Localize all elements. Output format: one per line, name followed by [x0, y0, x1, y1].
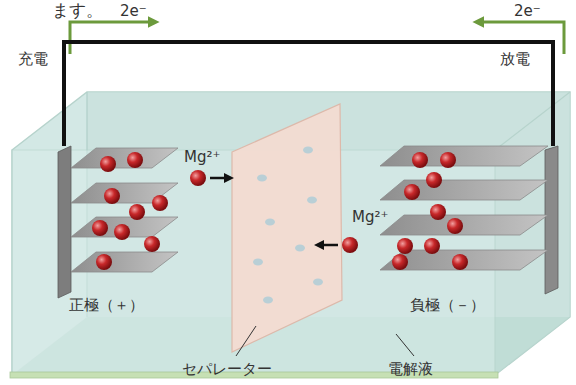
charge-label: 充電 — [18, 50, 48, 68]
ion-label: Mg²⁺ — [184, 148, 220, 166]
electron-flow-arrows — [70, 22, 564, 54]
electrode-label: 正極（＋） — [69, 296, 144, 314]
electron-label: 2e⁻ — [514, 2, 541, 20]
discharge-label: 放電 — [500, 50, 530, 68]
moving-ions — [190, 170, 358, 253]
electrolyte-label: 電解液 — [388, 360, 433, 378]
electron-label: 2e⁻ — [120, 2, 147, 20]
electrode-label: 負極（－） — [410, 296, 485, 314]
external-wire — [64, 42, 553, 146]
positive-electrode — [58, 146, 178, 298]
separator — [232, 104, 342, 352]
electrode-box: 負極（－） — [372, 146, 562, 318]
separator-label: セパレーター — [182, 360, 272, 378]
leader-lines — [236, 326, 414, 356]
ion-label: Mg²⁺ — [352, 208, 388, 226]
electrode-box: 正極（＋） — [55, 146, 185, 318]
negative-electrode — [380, 146, 558, 294]
electrolyte-tank — [10, 92, 570, 378]
cut-off-text: ます。 — [52, 0, 103, 20]
